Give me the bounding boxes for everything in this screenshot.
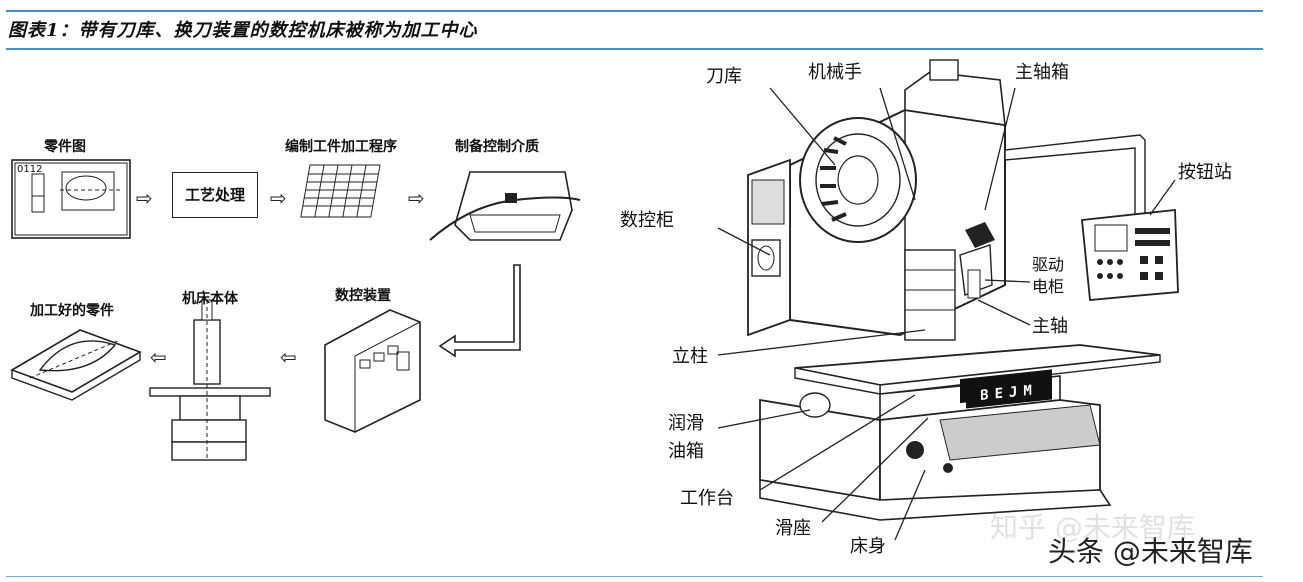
spindle-label: 主轴 — [1032, 316, 1068, 337]
column-label: 立柱 — [672, 346, 708, 367]
flow-arrow-4: ⇦ — [280, 345, 297, 369]
button-station-label: 按钮站 — [1178, 162, 1232, 183]
tool-magazine-label: 刀库 — [706, 66, 742, 87]
flow-arrow-1: ⇨ — [136, 186, 153, 210]
drive-cabinet-label: 驱动 电柜 — [1032, 254, 1064, 298]
finished-part-label: 加工好的零件 — [30, 303, 114, 319]
figure-title: 图表1：带有刀库、换刀装置的数控机床被称为加工中心 — [8, 20, 478, 41]
nc-cabinet-label: 数控柜 — [620, 210, 674, 231]
medium-label: 制备控制介质 — [455, 139, 539, 155]
bottom-rule — [6, 576, 1263, 577]
flow-arrow-5: ⇦ — [150, 345, 167, 369]
flow-arrow-3: ⇨ — [408, 186, 425, 210]
worktable-label: 工作台 — [680, 488, 734, 509]
drive-cabinet-line2: 电柜 — [1032, 277, 1065, 296]
lube-tank-line1: 润滑 — [668, 413, 704, 434]
top-rule — [6, 10, 1263, 12]
process-label: 工艺处理 — [184, 186, 245, 204]
part-code: 0112 — [17, 164, 43, 175]
lube-tank-line2: 油箱 — [668, 441, 704, 462]
program-label: 编制工件加工程序 — [285, 139, 397, 155]
title-rule — [6, 48, 1263, 50]
nc-device-label: 数控装置 — [335, 288, 391, 304]
flow-arrow-2: ⇨ — [270, 186, 287, 210]
watermark-faint: 知乎 @未来智库 — [990, 511, 1195, 544]
drive-cabinet-line1: 驱动 — [1032, 255, 1065, 274]
lube-tank-label: 润滑 油箱 — [668, 410, 704, 466]
process-box: 工艺处理 — [172, 172, 258, 218]
manipulator-label: 机械手 — [808, 62, 862, 83]
part-drawing-label: 零件图 — [44, 139, 86, 155]
spindle-box-label: 主轴箱 — [1015, 62, 1069, 83]
saddle-label: 滑座 — [775, 518, 811, 539]
bed-label: 床身 — [850, 536, 886, 557]
watermark-bold: 头条 @未来智库 — [1048, 535, 1253, 568]
machine-body-label: 机床本体 — [182, 291, 238, 307]
